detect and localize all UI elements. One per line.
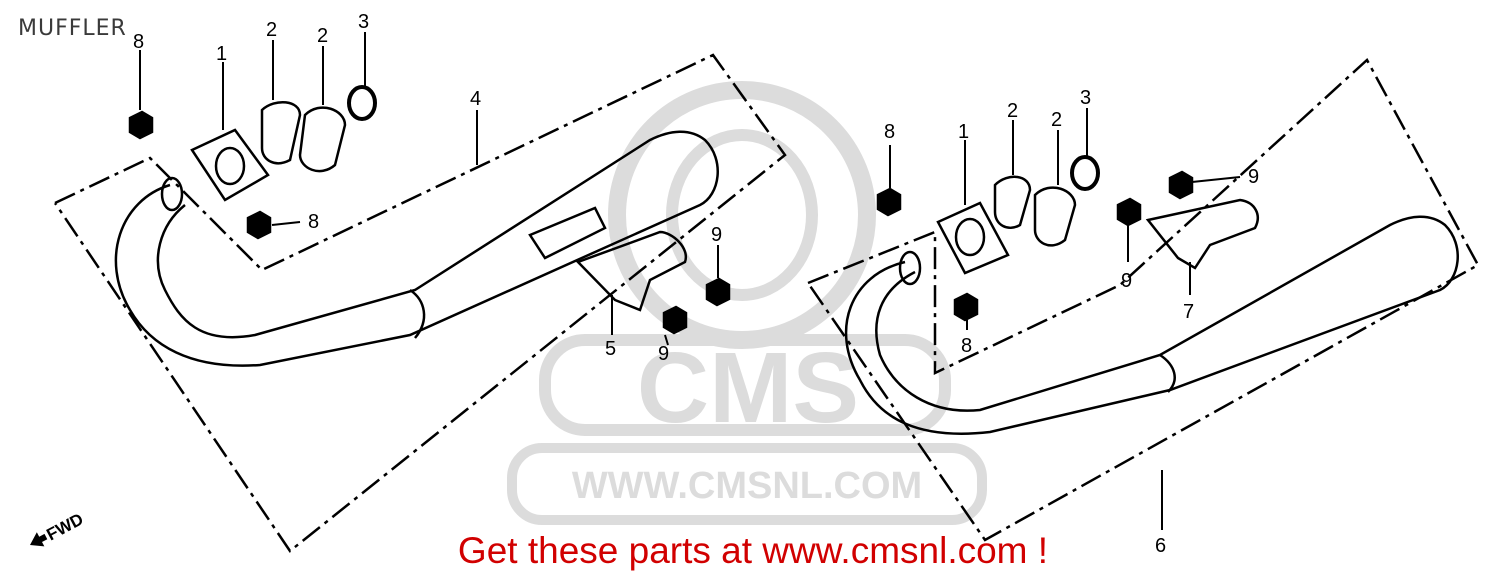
- left-collar-2a: [260, 101, 302, 165]
- page-title: MUFFLER: [18, 16, 127, 41]
- left-nut-8b: [246, 210, 272, 240]
- left-pipe-inlet: [160, 176, 184, 212]
- callout-right-3: 3: [1080, 87, 1091, 109]
- watermark-logo: CMS: [637, 332, 859, 444]
- callout-left-1: 1: [216, 43, 227, 65]
- right-nut-8a: [876, 187, 902, 217]
- watermark-url: WWW.CMSNL.COM: [572, 465, 922, 507]
- callout-right-8a: 8: [884, 121, 895, 143]
- left-exhaust-pipe: [114, 130, 719, 367]
- left-mount-tab: [528, 206, 607, 260]
- left-washer-3: [347, 85, 377, 121]
- watermark-face: [666, 129, 818, 301]
- right-boundary: [806, 58, 1480, 542]
- watermark-ring: [608, 81, 876, 349]
- callout-right-9a: 9: [1248, 166, 1259, 188]
- callout-left-9a: 9: [711, 224, 722, 246]
- callout-left-4: 4: [470, 88, 481, 110]
- right-exhaust-pipe: [844, 215, 1459, 435]
- callout-left-8a: 8: [133, 31, 144, 53]
- left-flange-hole: [214, 146, 246, 186]
- right-flange-hole: [954, 217, 986, 257]
- callout-right-6: 6: [1155, 535, 1166, 557]
- left-collar-2b: [298, 106, 347, 173]
- callout-left-3: 3: [358, 11, 369, 33]
- left-nut-9b: [662, 305, 688, 335]
- left-nut-9a: [705, 277, 731, 307]
- promo-link[interactable]: Get these parts at www.cmsnl.com !: [457, 530, 1049, 571]
- promo-banner[interactable]: Get these parts at www.cmsnl.com !: [0, 530, 1500, 572]
- leader-right-9a: [1191, 176, 1241, 183]
- callout-left-2a: 2: [266, 19, 277, 41]
- callout-right-2b: 2: [1051, 109, 1062, 131]
- left-flange-1: [190, 128, 270, 202]
- right-collar-2a: [993, 175, 1032, 229]
- fwd-arrow-icon: [30, 532, 48, 547]
- left-nut-8a: [128, 110, 154, 140]
- right-muffler-assembly: [806, 58, 1480, 542]
- right-collar-2b: [1033, 186, 1077, 247]
- right-nut-8b: [953, 292, 979, 322]
- callout-left-2b: 2: [317, 25, 328, 47]
- callout-right-2a: 2: [1007, 100, 1018, 122]
- leader-left-8b: [271, 221, 301, 226]
- left-boundary: [53, 53, 787, 553]
- left-muffler-joint: [409, 288, 426, 339]
- right-muffler-joint: [1159, 353, 1176, 393]
- watermark: CMS WWW.CMSNL.COM: [507, 81, 987, 525]
- right-washer-3: [1070, 155, 1100, 191]
- right-pipe-inlet: [898, 250, 922, 286]
- right-nut-9a: [1168, 170, 1194, 200]
- right-bracket-7: [1145, 198, 1259, 270]
- watermark-url-bg: [507, 443, 987, 525]
- right-nut-9b: [1116, 197, 1142, 227]
- callout-left-5: 5: [605, 338, 616, 360]
- callout-right-9b: 9: [1121, 270, 1132, 292]
- callout-labels: 8 1 2 2 3 4 8 9 5 9 8 1 2 2 3 9 9 7 8 6: [133, 11, 1259, 557]
- right-flange-1: [936, 201, 1010, 275]
- left-muffler-assembly: [53, 32, 787, 553]
- callout-right-8b: 8: [961, 335, 972, 357]
- leader-left-9b: [664, 334, 669, 346]
- callout-right-7: 7: [1183, 301, 1194, 323]
- callout-left-9b: 9: [658, 343, 669, 365]
- callout-right-1: 1: [958, 121, 969, 143]
- left-bracket-5: [575, 230, 688, 312]
- watermark-logo-bg: [539, 334, 951, 436]
- callout-left-8b: 8: [308, 211, 319, 233]
